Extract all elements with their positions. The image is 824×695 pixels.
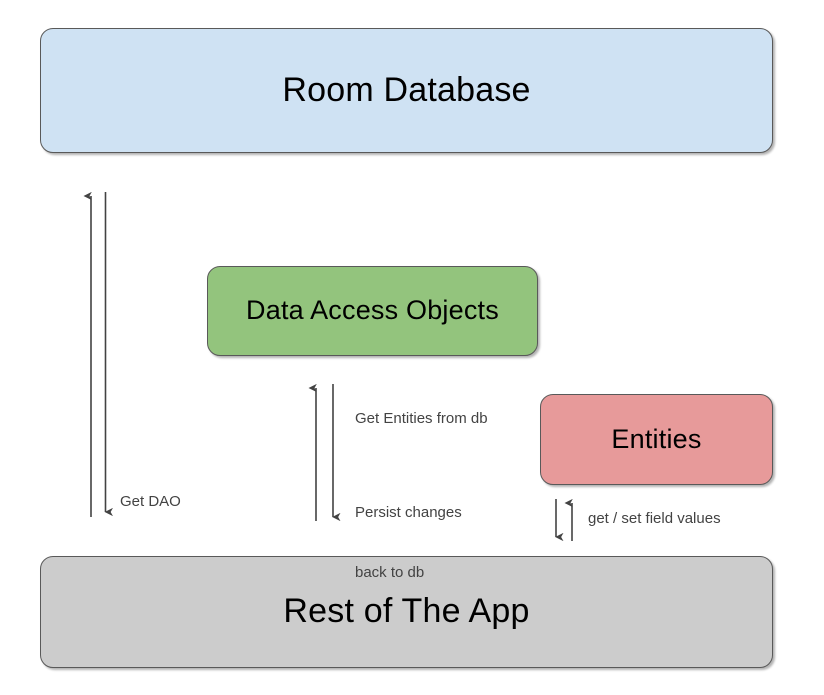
connector-get-dao [83, 191, 113, 517]
node-entities-label: Entities [611, 423, 702, 454]
node-data-access-objects[interactable]: Data Access Objects [207, 266, 538, 356]
node-room-database[interactable]: Room Database [40, 28, 773, 153]
edge-label-persist-changes-line-2: back to db [355, 564, 425, 581]
edge-label-get-dao: Get DAO [120, 493, 181, 510]
node-rest-of-the-app-label: Rest of The App [283, 592, 530, 631]
node-data-access-objects-label: Data Access Objects [246, 295, 499, 326]
edge-label-get-set-field-values: get / set field values [588, 510, 721, 527]
node-room-database-label: Room Database [282, 70, 531, 109]
connector-dao-app [308, 383, 341, 522]
edge-label-persist-changes-line-1: Persist changes [355, 504, 462, 521]
node-entities[interactable]: Entities [540, 394, 773, 485]
edge-label-get-entities-from-db: Get Entities from db [355, 410, 488, 427]
node-rest-of-the-app[interactable]: Rest of The App [40, 556, 773, 668]
edge-label-persist-changes: Persist changes back to db [355, 463, 462, 623]
connector-entities-app [555, 498, 573, 542]
